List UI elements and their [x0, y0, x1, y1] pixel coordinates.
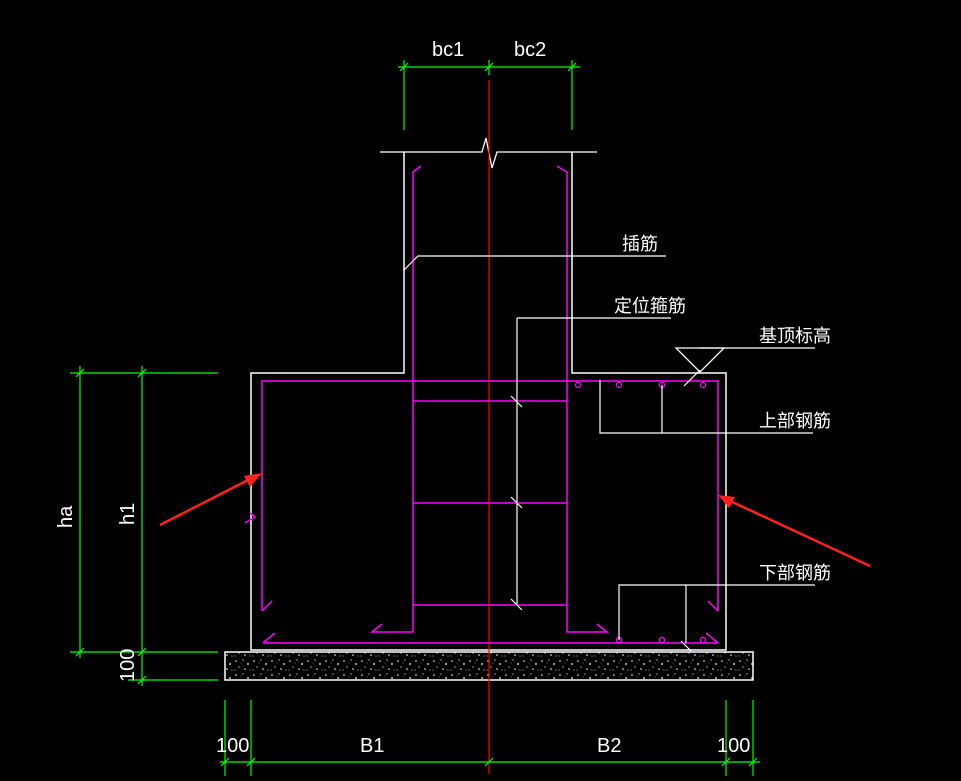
dimension-lines [70, 60, 760, 776]
right-red-arrow [718, 495, 871, 568]
dim-bc2: bc2 [514, 39, 546, 61]
label-positioning-stirrup: 定位箍筋 [614, 296, 686, 317]
label-top-elevation: 基顶标高 [759, 326, 831, 347]
label-lower-rebar: 下部钢筋 [759, 563, 831, 584]
dim-b1: B1 [360, 735, 384, 757]
dim-cushion: 100 [117, 649, 139, 682]
label-upper-rebar: 上部钢筋 [759, 411, 831, 432]
dim-bc1: bc1 [432, 39, 464, 61]
lower-rebar-dots [615, 636, 707, 644]
dim-b2: B2 [597, 735, 621, 757]
elevation-triangle-icon [674, 347, 726, 373]
left-red-arrow [159, 473, 262, 527]
dim-h1: h1 [117, 503, 139, 525]
leader-lines [403, 255, 815, 652]
dim-ha: ha [55, 505, 77, 528]
label-dowel: 插筋 [622, 234, 658, 255]
dim-left-offset: 100 [216, 735, 249, 757]
dim-right-offset: 100 [717, 735, 750, 757]
rebar-group [244, 165, 719, 644]
